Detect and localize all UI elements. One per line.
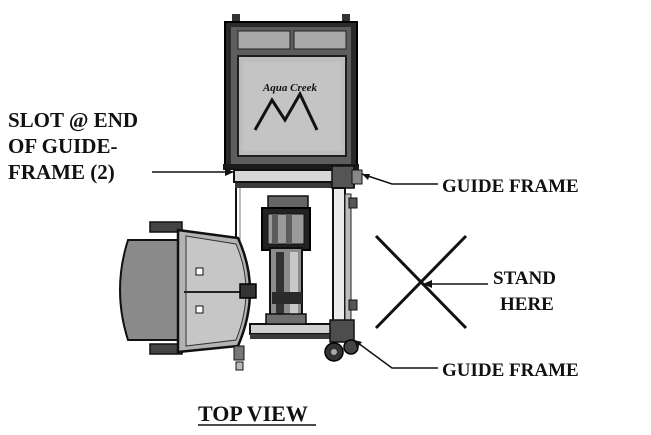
logo-text: Aqua Creek [262, 82, 318, 94]
guide-frame-top-leader [361, 173, 438, 185]
seat-assembly [119, 221, 257, 371]
slot-label-line3: FRAME (2) [8, 160, 115, 184]
logo-icon: Aqua Creek [253, 82, 319, 131]
guide-frame-top-label: GUIDE FRAME [442, 176, 579, 197]
stand-label-line2: HERE [500, 294, 554, 315]
guide-frame-bottom-label: GUIDE FRAME [442, 360, 579, 381]
stand-here-x-mark [374, 234, 468, 330]
leader-lines [152, 168, 488, 369]
guide-frame-bottom-leader [353, 339, 438, 369]
slot-label-line1: SLOT @ END [8, 108, 138, 132]
motor-assembly [261, 195, 311, 325]
stand-label-line1: STAND [493, 268, 556, 289]
view-title: TOP VIEW [198, 401, 308, 426]
slot-label-line2: OF GUIDE- [8, 134, 117, 158]
mounting-plate [223, 14, 359, 170]
